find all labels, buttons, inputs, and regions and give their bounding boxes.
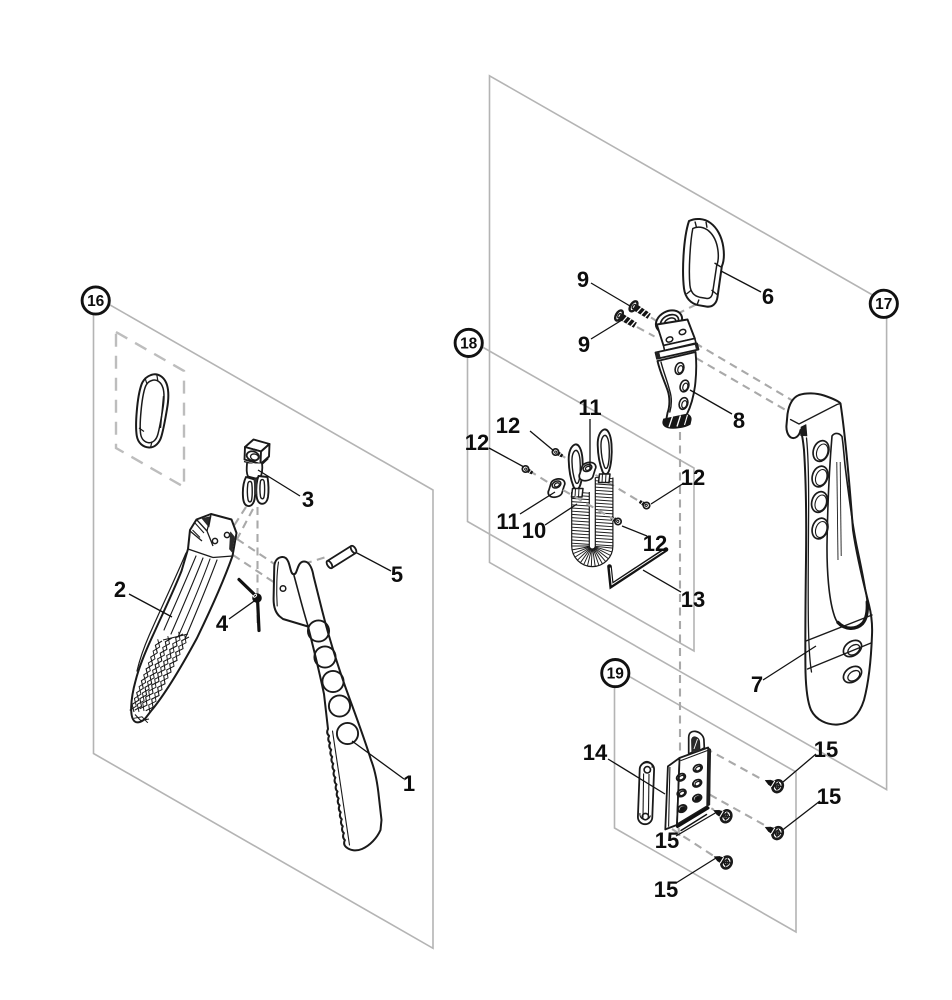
- svg-text:9: 9: [577, 267, 589, 292]
- svg-text:14: 14: [583, 740, 608, 765]
- svg-text:4: 4: [216, 611, 229, 636]
- svg-text:11: 11: [496, 509, 519, 534]
- svg-text:12: 12: [496, 413, 520, 438]
- svg-text:11: 11: [578, 395, 601, 420]
- svg-text:2: 2: [114, 577, 126, 602]
- svg-text:17: 17: [875, 296, 892, 313]
- svg-text:12: 12: [643, 531, 667, 556]
- svg-text:13: 13: [681, 587, 705, 612]
- svg-text:15: 15: [654, 877, 678, 902]
- svg-text:12: 12: [681, 465, 705, 490]
- svg-text:7: 7: [751, 672, 763, 697]
- svg-text:12: 12: [465, 430, 489, 455]
- svg-text:18: 18: [460, 335, 478, 352]
- svg-text:19: 19: [607, 666, 625, 683]
- svg-text:5: 5: [391, 562, 403, 587]
- svg-text:8: 8: [733, 408, 745, 433]
- svg-text:10: 10: [522, 518, 546, 543]
- svg-text:3: 3: [302, 487, 314, 512]
- svg-text:15: 15: [655, 828, 679, 853]
- svg-text:1: 1: [403, 771, 415, 796]
- svg-text:15: 15: [817, 784, 841, 809]
- svg-text:15: 15: [814, 737, 838, 762]
- svg-text:6: 6: [762, 284, 774, 309]
- svg-text:16: 16: [87, 293, 105, 310]
- svg-text:9: 9: [578, 332, 590, 357]
